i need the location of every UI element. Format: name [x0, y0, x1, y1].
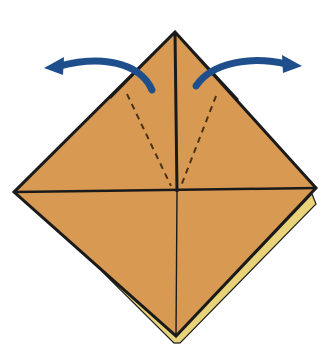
fold-back-arrowhead-left: [44, 57, 64, 75]
vertical-crease: [176, 192, 177, 336]
paper-diamond: [14, 32, 316, 336]
fold-back-arrowhead-right: [282, 55, 302, 73]
vertical-crease-top: [175, 32, 177, 192]
